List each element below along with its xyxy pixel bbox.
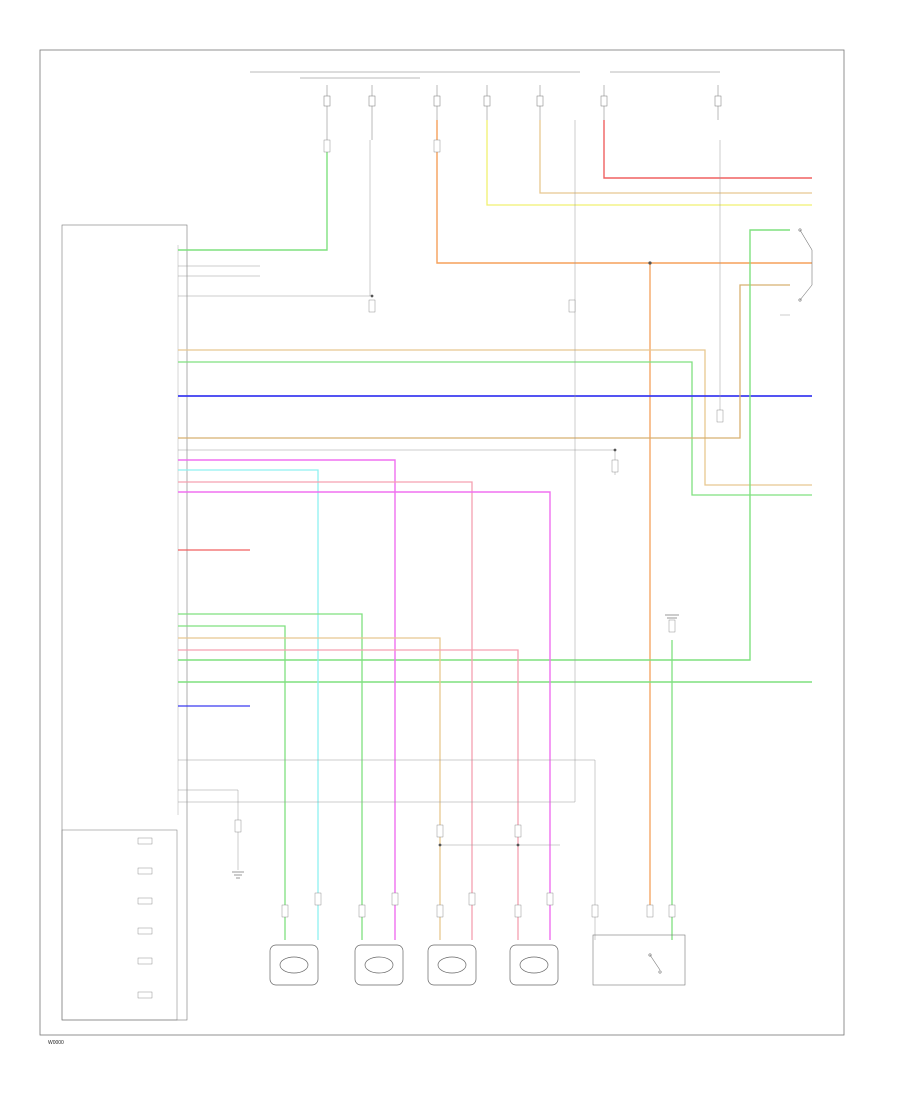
wire-tan-3 (178, 284, 790, 439)
wire-green-mid (178, 361, 812, 496)
wire-pink-s4 (178, 649, 519, 940)
wire-pink-1 (178, 481, 473, 940)
wire-tan-2 (178, 349, 812, 486)
wire-orange (436, 120, 812, 264)
relay-switch-icon (798, 228, 813, 302)
wire-red (603, 120, 812, 179)
sensor-icon (269, 944, 559, 986)
control-module-box (61, 224, 188, 1021)
wire-green-s2 (178, 613, 363, 940)
connector-pins (137, 837, 153, 999)
wire-tan-s3 (178, 637, 441, 940)
ground-icon (232, 614, 679, 879)
connector-icon (234, 139, 724, 918)
wire-yellow (486, 120, 812, 206)
wire-green-relay (178, 229, 790, 661)
connector-block (61, 829, 178, 1021)
figure-code: W0000 (48, 1040, 64, 1046)
diagram-frame (39, 49, 845, 1036)
wire-cyan (178, 469, 319, 940)
stop-lamp-switch (592, 934, 686, 986)
wire-green-top (178, 140, 328, 251)
gray-wires (178, 120, 790, 940)
wire-magenta-2 (178, 491, 551, 940)
fuse-icon (323, 95, 722, 107)
wire-green-s1 (178, 625, 286, 940)
wire-magenta-1 (178, 459, 396, 940)
splice-dots (370, 261, 652, 847)
wire-tan (539, 120, 812, 194)
